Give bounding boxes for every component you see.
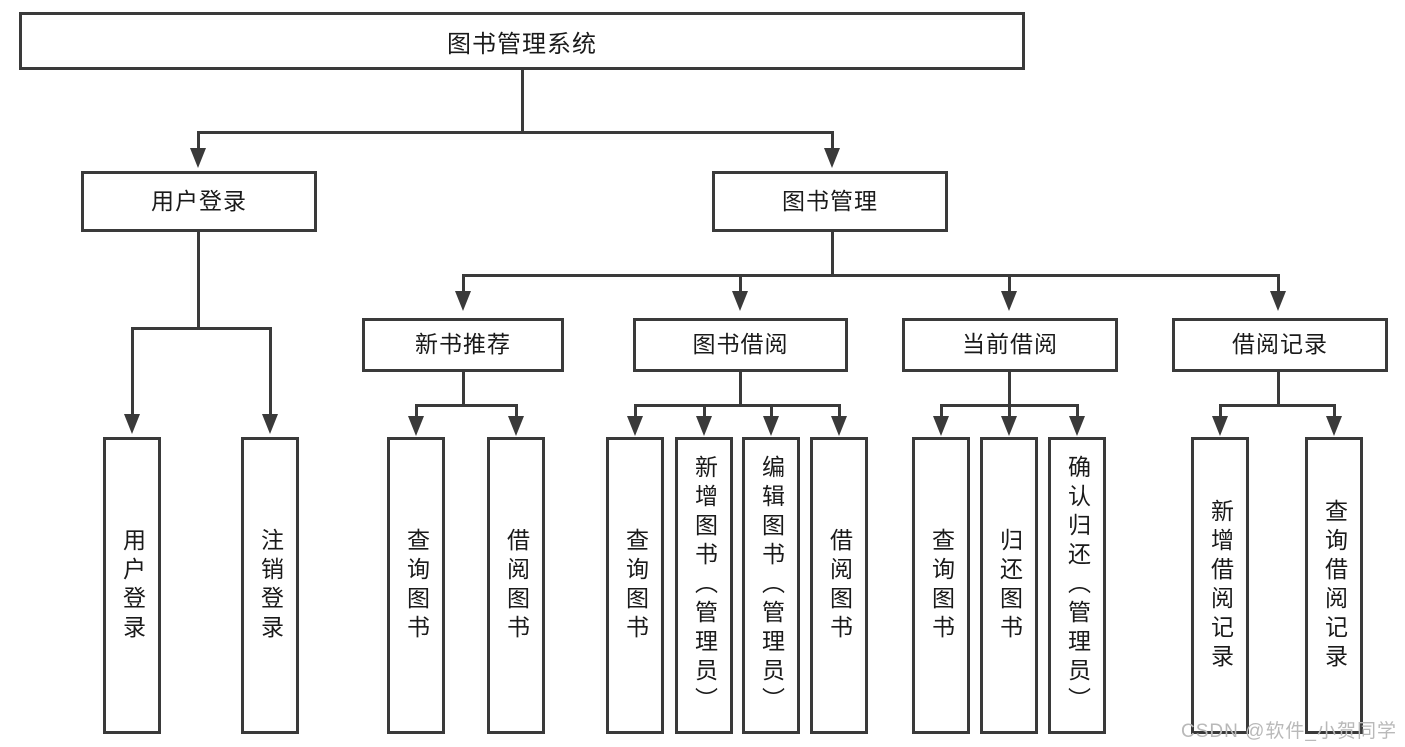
node-borrow-records[interactable]: 借阅记录 [1172,318,1388,372]
leaf-logout-login[interactable]: 注销登录 [241,437,299,734]
connector-borrow-bar [634,404,841,407]
leaf-new-book-borrow-book[interactable]: 借阅图书 [487,437,545,734]
connector-borrow-to-leaf-4 [838,404,841,419]
leaf-borrow-add-book-admin[interactable]: 新增图书（管理员） [675,437,733,734]
node-label: 新书推荐 [415,331,511,358]
node-label: 注销登录 [257,527,284,644]
connector-borrow-to-leaf-2 [703,404,706,419]
connector-user-login-stem [197,232,200,329]
connector-records-to-leaf-1 [1219,404,1222,419]
connector-records-to-leaf-2 [1333,404,1336,419]
arrowhead-records-leaf-1 [1212,416,1228,436]
node-current-borrow[interactable]: 当前借阅 [902,318,1118,372]
node-label: 图书管理系统 [447,30,597,58]
leaf-records-add-record[interactable]: 新增借阅记录 [1191,437,1249,734]
node-book-management[interactable]: 图书管理 [712,171,948,232]
node-label: 新增借阅记录 [1207,498,1234,673]
connector-current-to-leaf-1 [940,404,943,419]
connector-book-manage-bar [462,274,1280,277]
connector-borrow-to-leaf-3 [770,404,773,419]
connector-borrow-to-leaf-1 [634,404,637,419]
connector-user-login-bar [131,327,272,330]
arrowhead-borrow-leaf-2 [696,416,712,436]
node-label: 编辑图书（管理员） [758,455,785,716]
node-label: 归还图书 [996,527,1023,644]
arrowhead-book-manage-new-book [455,291,471,311]
arrowhead-borrow-leaf-3 [763,416,779,436]
leaf-user-login[interactable]: 用户登录 [103,437,161,734]
arrowhead-book-manage-borrow [732,291,748,311]
connector-book-manage-stem [831,232,834,276]
arrowhead-root-to-user-login [190,148,206,168]
connector-records-stem [1277,372,1280,406]
arrowhead-new-book-leaf-2 [508,416,524,436]
node-label: 图书借阅 [692,331,789,358]
connector-user-login-to-leaf-1 [131,327,134,417]
connector-new-book-to-leaf-1 [415,404,418,419]
arrowhead-new-book-leaf-1 [408,416,424,436]
node-label: 查询借阅记录 [1321,498,1348,673]
node-label: 用户登录 [151,187,247,214]
leaf-current-confirm-return-admin[interactable]: 确认归还（管理员） [1048,437,1106,734]
connector-book-manage-to-current [1008,274,1011,294]
arrowhead-current-leaf-2 [1001,416,1017,436]
node-new-book-recommend[interactable]: 新书推荐 [362,318,564,372]
node-label: 借阅图书 [826,527,853,644]
leaf-current-query-book[interactable]: 查询图书 [912,437,970,734]
arrowhead-current-leaf-3 [1069,416,1085,436]
connector-current-to-leaf-3 [1076,404,1079,419]
leaf-borrow-borrow-book[interactable]: 借阅图书 [810,437,868,734]
node-label: 查询图书 [403,527,430,644]
arrowhead-records-leaf-2 [1326,416,1342,436]
leaf-records-query-record[interactable]: 查询借阅记录 [1305,437,1363,734]
node-label: 查询图书 [622,527,649,644]
node-label: 查询图书 [928,527,955,644]
node-book-borrow[interactable]: 图书借阅 [633,318,848,372]
node-label: 当前借阅 [962,331,1058,358]
node-label: 借阅记录 [1232,331,1328,358]
connector-root-bar [197,131,834,134]
connector-book-manage-to-new-book [462,274,465,294]
node-root-book-management-system[interactable]: 图书管理系统 [19,12,1025,70]
connector-new-book-bar [415,404,518,407]
arrowhead-book-manage-current [1001,291,1017,311]
node-label: 图书管理 [782,187,878,214]
arrowhead-borrow-leaf-4 [831,416,847,436]
arrowhead-book-manage-records [1270,291,1286,311]
connector-root-to-book-manage [831,131,834,151]
node-label: 借阅图书 [503,527,530,644]
connector-borrow-stem [739,372,742,406]
connector-user-login-to-leaf-2 [269,327,272,417]
connector-root-stem [521,70,524,133]
arrowhead-borrow-leaf-1 [627,416,643,436]
leaf-new-book-query-book[interactable]: 查询图书 [387,437,445,734]
node-user-login[interactable]: 用户登录 [81,171,317,232]
arrowhead-user-login-leaf-2 [262,414,278,434]
leaf-borrow-edit-book-admin[interactable]: 编辑图书（管理员） [742,437,800,734]
connector-current-stem [1008,372,1011,406]
connector-book-manage-to-records [1277,274,1280,294]
connector-current-to-leaf-2 [1008,404,1011,419]
node-label: 新增图书（管理员） [691,455,718,716]
connector-records-bar [1219,404,1336,407]
connector-new-book-to-leaf-2 [515,404,518,419]
arrowhead-root-to-book-manage [824,148,840,168]
node-label: 确认归还（管理员） [1064,455,1091,716]
arrowhead-current-leaf-1 [933,416,949,436]
node-label: 用户登录 [119,527,146,644]
leaf-borrow-query-book[interactable]: 查询图书 [606,437,664,734]
leaf-current-return-book[interactable]: 归还图书 [980,437,1038,734]
connector-new-book-stem [462,372,465,406]
arrowhead-user-login-leaf-1 [124,414,140,434]
connector-book-manage-to-borrow [739,274,742,294]
connector-root-to-user-login [197,131,200,151]
